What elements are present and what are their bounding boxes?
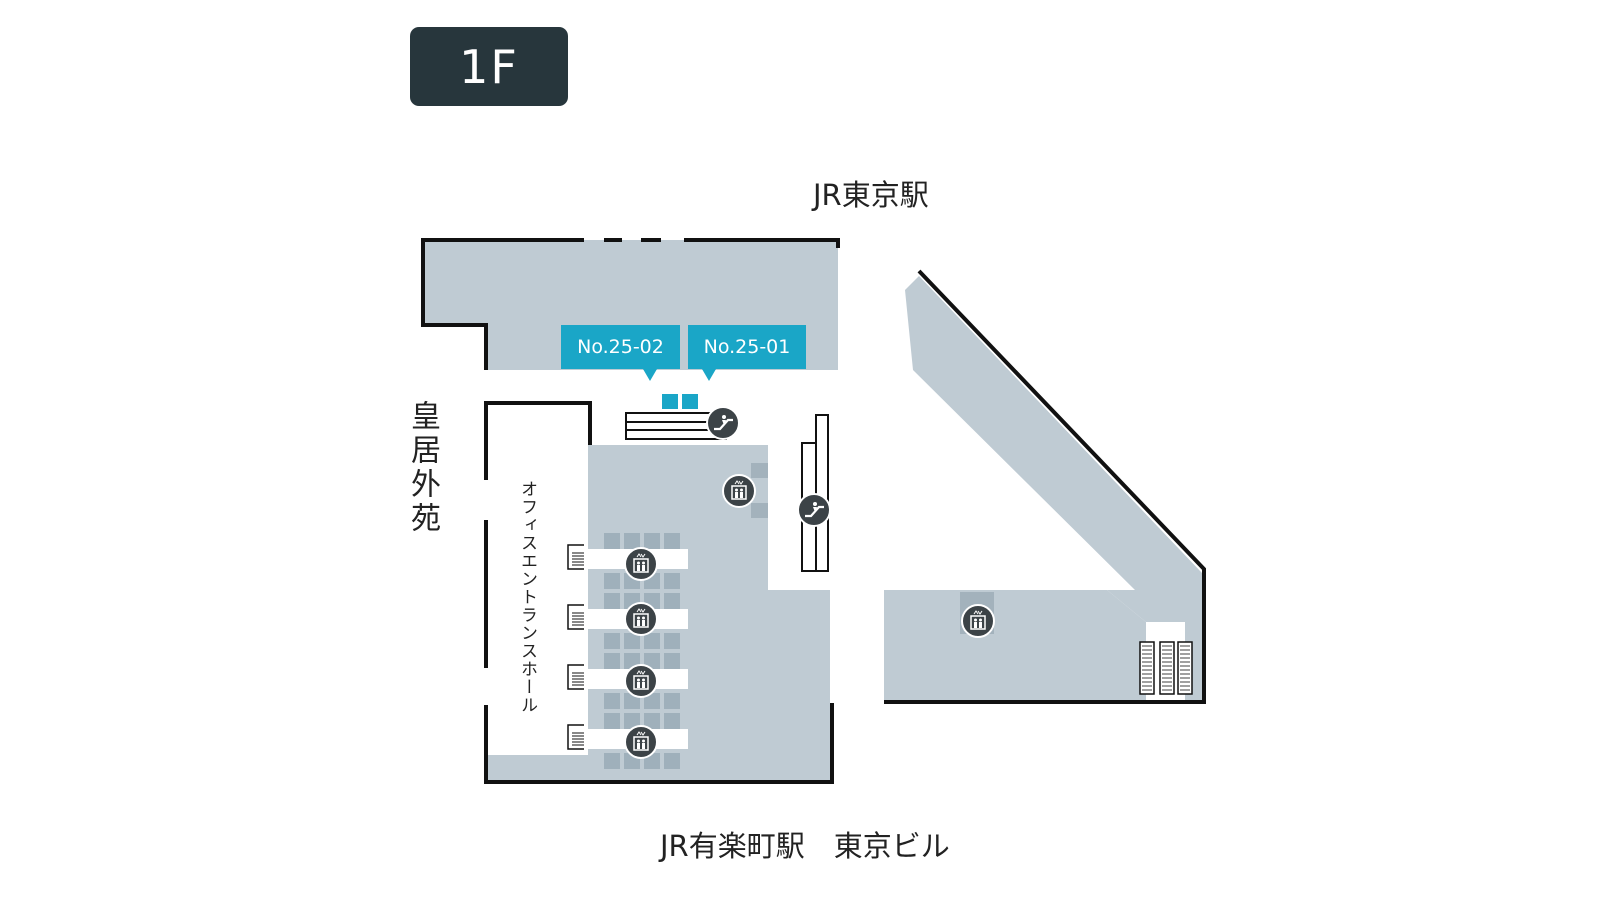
elevator-shaft-cell: [664, 533, 680, 549]
escalator-icon[interactable]: [706, 406, 740, 440]
station-label-south: JR有楽町駅 東京ビル: [660, 829, 950, 863]
elevator-shaft-cell: [644, 633, 660, 649]
elevator-shaft-cell: [604, 533, 620, 549]
locker-slot-25-01[interactable]: [682, 394, 698, 409]
escalator-icon[interactable]: [797, 493, 831, 527]
elevator-icon[interactable]: [624, 602, 658, 636]
elevator-shaft-cell: [664, 633, 680, 649]
park-label-west: 皇居外苑: [405, 400, 440, 536]
wall-north: [684, 238, 840, 248]
elevator-shaft-cell: [644, 533, 660, 549]
locker-callout-25-01[interactable]: No.25-01: [688, 325, 806, 381]
stair-marker: [567, 604, 584, 630]
elevator-shaft-cell: [644, 693, 660, 709]
east-stair-flight: [1177, 641, 1193, 695]
stair-markers: [567, 544, 584, 750]
wall-south: [484, 703, 834, 784]
station-label-north: JR東京駅: [813, 178, 929, 212]
east-south-floor-area: [884, 590, 1146, 700]
elevator-icon[interactable]: [624, 664, 658, 698]
wall-hall: [484, 401, 592, 480]
elevator-icon[interactable]: [624, 547, 658, 581]
elevator-shaft-cell: [604, 653, 620, 669]
elevator-shaft-cell: [604, 633, 620, 649]
elevator-shaft-cell: [604, 593, 620, 609]
east-stair-flight: [1139, 641, 1155, 695]
wall-north: [421, 238, 584, 370]
elevator-shaft-cell: [604, 693, 620, 709]
elevator-shaft-cell: [624, 533, 640, 549]
elevator-shaft-cell: [604, 573, 620, 589]
elevator-shaft-cell: [664, 653, 680, 669]
elevator-block: [751, 463, 768, 478]
office-hall-label: オフィスエントランスホール: [517, 480, 537, 714]
floor-badge: 1F: [410, 27, 568, 106]
east-floor-area: [905, 276, 1202, 700]
elevator-shaft-cell: [624, 633, 640, 649]
stair-marker: [567, 544, 584, 570]
east-stair-flight: [1159, 641, 1175, 695]
elevator-shaft-cell: [604, 753, 620, 769]
elevator-shaft-cell: [644, 713, 660, 729]
elevator-block: [751, 503, 768, 518]
stair-marker: [567, 664, 584, 690]
stair-marker: [567, 724, 584, 750]
elevator-shaft-cell: [664, 693, 680, 709]
elevator-shaft-cell: [664, 753, 680, 769]
elevator-shaft-cell: [664, 593, 680, 609]
wall-east: [884, 269, 1206, 704]
elevator-icon[interactable]: [624, 725, 658, 759]
locker-callout-25-02[interactable]: No.25-02: [561, 325, 680, 381]
elevator-shaft-cell: [664, 713, 680, 729]
elevator-shaft-cell: [604, 713, 620, 729]
elevator-icon[interactable]: [961, 604, 995, 638]
elevator-icon[interactable]: [722, 474, 756, 508]
east-stairs: [1139, 641, 1193, 695]
locker-slot-25-02[interactable]: [662, 394, 678, 409]
elevator-shaft-cell: [664, 573, 680, 589]
